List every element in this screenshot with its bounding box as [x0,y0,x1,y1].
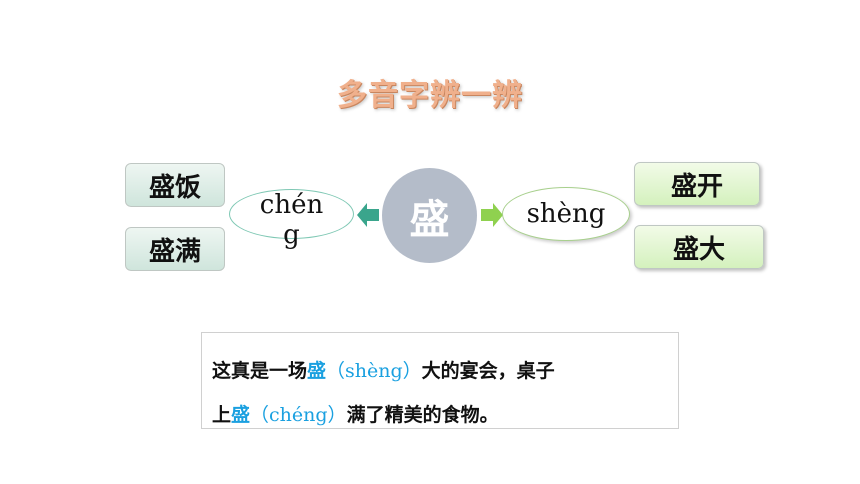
arrow-right-icon [481,203,503,227]
pinyin-sheng: shèng [526,199,606,229]
sentence-text: 这真是一场 [212,360,308,382]
word-card-sheng-2: 盛大 [634,225,764,269]
example-sentence-box: 这真是一场盛（shèng）大的宴会，桌子 上盛（chéng）满了精美的食物。 [201,332,679,429]
highlight-char: 盛 [231,404,251,426]
word-card-cheng-2: 盛满 [125,227,225,271]
pinyin-oval-cheng: chéng [229,189,354,250]
word-card-sheng-1: 盛开 [634,162,760,206]
sentence-text: 大的宴会，桌子 [421,360,555,382]
sentence-line-2: 上盛（chéng）满了精美的食物。 [212,393,678,437]
highlight-pinyin: （chéng） [250,404,347,426]
sentence-line-1: 这真是一场盛（shèng）大的宴会，桌子 [212,349,678,393]
sentence-text: 上 [212,404,232,426]
sentence-text: 满了精美的食物。 [346,404,499,426]
center-character: 盛 [382,168,477,263]
highlight-char: 盛 [307,360,327,382]
word-card-cheng-1: 盛饭 [125,163,225,207]
pinyin-cheng: chéng [259,190,324,250]
pinyin-oval-sheng: shèng [502,187,630,241]
highlight-pinyin: （shèng） [326,360,422,382]
page-title: 多音字辨一辨 [337,78,523,113]
arrow-left-icon [357,203,379,227]
